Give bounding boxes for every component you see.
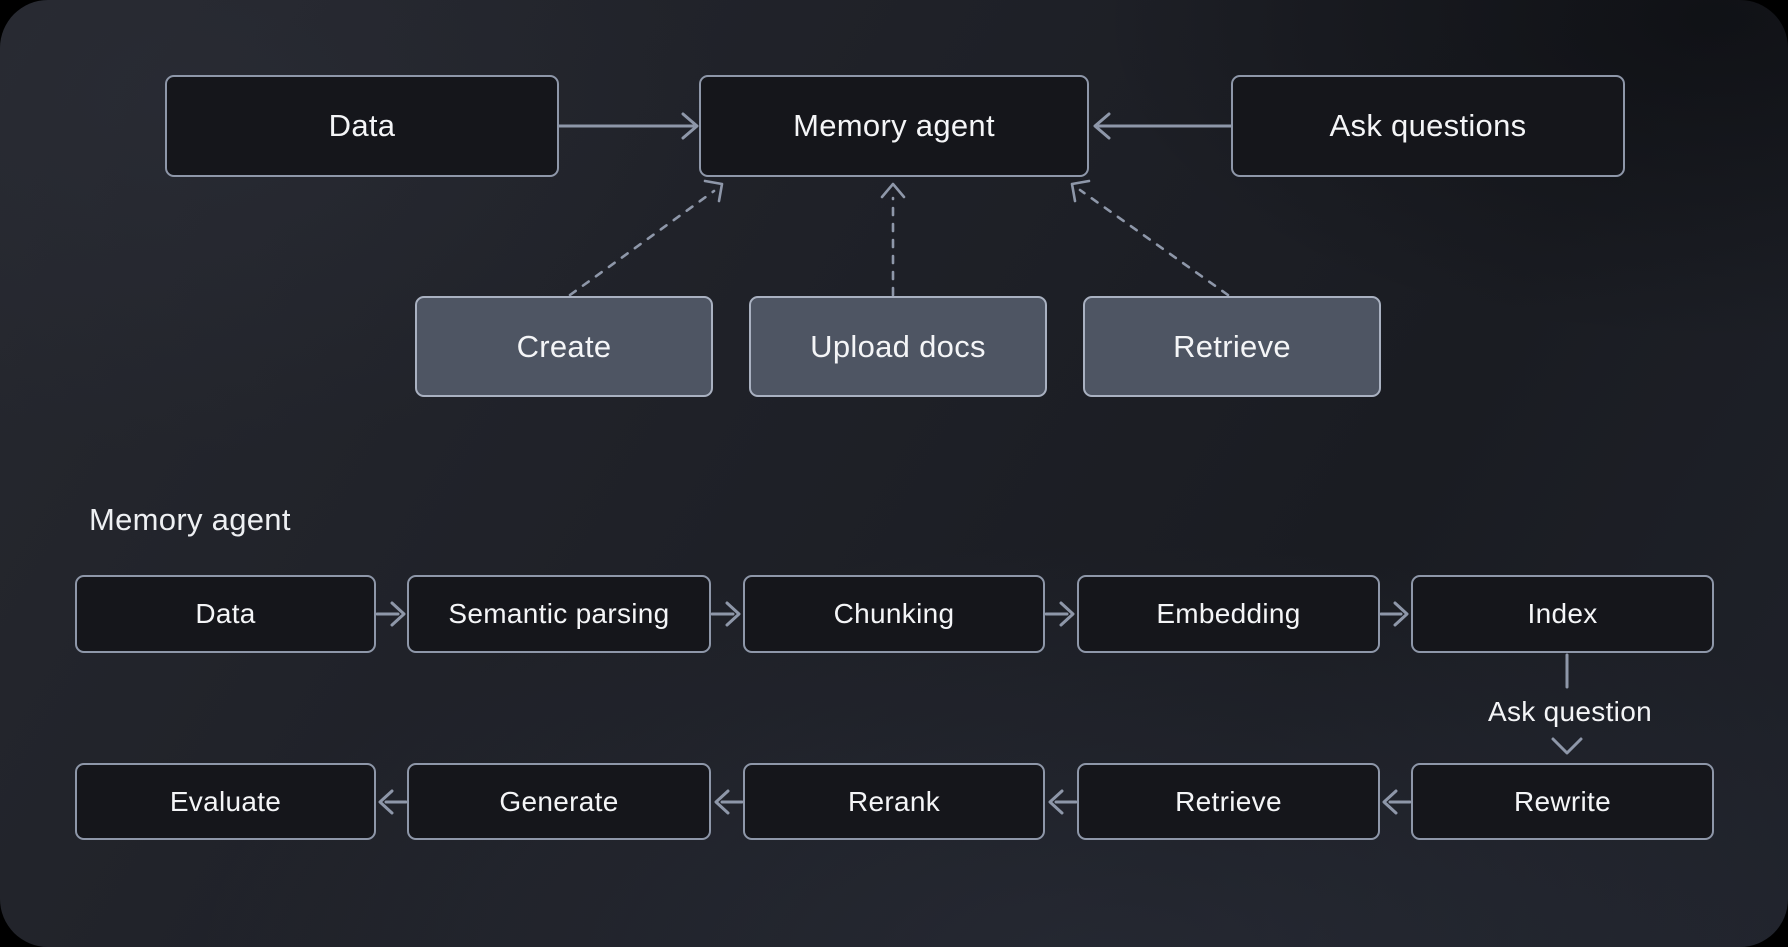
dashed-arrow-create-to-memory-agent [568,179,724,297]
dashed-arrow-upload-docs-to-memory-agent [880,182,906,297]
node-pipeline-rewrite: Rewrite [1411,763,1714,840]
node-action-create-label: Create [516,328,612,364]
node-action-retrieve-label: Retrieve [1173,328,1291,364]
node-pipeline-retrieve-label: Retrieve [1175,785,1282,817]
ask-question-connector-label: Ask question [1488,696,1652,727]
node-pipeline-retrieve: Retrieve [1077,763,1380,840]
arrow-rewrite-to-retrieve [1382,789,1412,815]
node-pipeline-chunking: Chunking [743,575,1045,653]
memory-agent-section-title: Memory agent [89,502,291,537]
node-pipeline-rerank: Rerank [743,763,1045,840]
node-memory-agent-label: Memory agent [793,108,995,143]
arrow-ask-questions-to-memory-agent [1093,112,1233,140]
node-pipeline-index-label: Index [1527,598,1598,629]
node-ask-questions: Ask questions [1231,75,1625,177]
node-pipeline-rerank-label: Rerank [847,785,941,817]
dashed-arrow-retrieve-to-memory-agent [1070,179,1230,297]
node-pipeline-generate: Generate [407,763,711,840]
arrow-generate-to-evaluate [378,789,408,815]
arrow-embedding-to-index [1379,601,1409,627]
node-data-source-label: Data [328,108,396,143]
arrow-retrieve-to-rerank [1048,789,1078,815]
node-pipeline-semantic-parsing: Semantic parsing [407,575,711,653]
node-action-create: Create [415,296,713,397]
node-ask-questions-label: Ask questions [1329,108,1527,143]
node-action-upload-docs-label: Upload docs [810,328,986,364]
node-pipeline-semantic-parsing-label: Semantic parsing [448,598,670,629]
node-action-retrieve: Retrieve [1083,296,1381,397]
node-pipeline-evaluate: Evaluate [75,763,376,840]
arrow-semantic-parsing-to-chunking [710,601,741,627]
node-pipeline-embedding-label: Embedding [1156,598,1301,629]
arrow-chunking-to-embedding [1044,601,1075,627]
node-pipeline-evaluate-label: Evaluate [169,785,282,817]
node-data-source: Data [165,75,559,177]
arrow-rerank-to-generate [714,789,744,815]
node-pipeline-index: Index [1411,575,1714,653]
node-memory-agent: Memory agent [699,75,1089,177]
node-pipeline-embedding: Embedding [1077,575,1380,653]
node-pipeline-data-label: Data [195,598,256,629]
node-pipeline-chunking-label: Chunking [833,598,955,629]
node-pipeline-rewrite-label: Rewrite [1513,785,1611,817]
node-action-upload-docs: Upload docs [749,296,1047,397]
node-pipeline-generate-label: Generate [499,785,619,817]
arrow-data-to-semantic-parsing [375,601,406,627]
arrow-data-to-memory-agent [557,112,699,140]
node-pipeline-data: Data [75,575,376,653]
